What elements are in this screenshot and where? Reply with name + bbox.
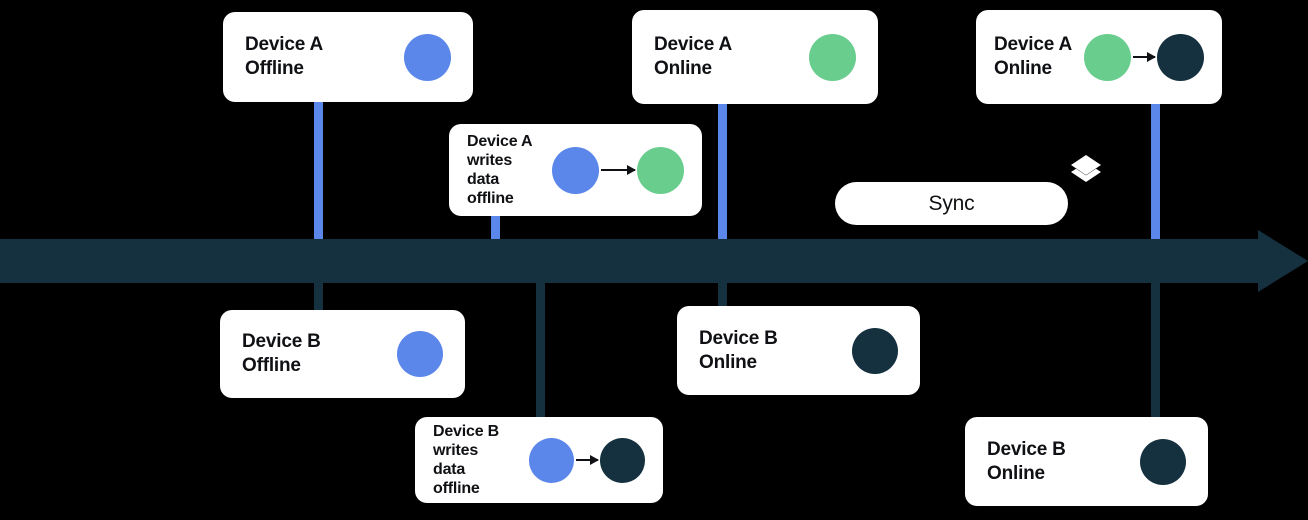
sync-button[interactable]: Sync bbox=[835, 182, 1068, 225]
status-dot-blue bbox=[552, 146, 599, 194]
status-dot-green bbox=[1084, 33, 1131, 81]
card-device-a-online-label: Device A Online bbox=[654, 34, 732, 79]
connector-device-a-online-synced bbox=[1151, 98, 1160, 243]
connector-device-b-writes-data-offline bbox=[536, 278, 545, 422]
timeline-arrowhead-icon bbox=[1258, 230, 1308, 292]
connector-device-b-online-synced bbox=[1151, 278, 1160, 423]
card-device-a-online[interactable]: Device A Online bbox=[632, 10, 878, 104]
connector-device-b-offline bbox=[314, 278, 323, 313]
connector-device-b-online bbox=[718, 278, 727, 306]
status-dot-navy bbox=[600, 437, 645, 483]
status-dot-blue bbox=[397, 331, 443, 377]
card-device-a-writes-data-offline-visual bbox=[552, 146, 684, 194]
card-device-b-online-label: Device B Online bbox=[699, 327, 778, 373]
card-device-b-online-synced-label: Device B Online bbox=[987, 438, 1066, 484]
card-device-b-online-visual bbox=[852, 327, 898, 374]
connector-device-a-writes-data-offline bbox=[491, 212, 500, 244]
card-device-b-writes-data-offline[interactable]: Device B writes data offline bbox=[415, 417, 663, 503]
card-device-a-online-synced[interactable]: Device A Online bbox=[976, 10, 1222, 104]
status-dot-navy bbox=[1140, 438, 1186, 485]
status-dot-navy bbox=[852, 327, 898, 374]
sync-label: Sync bbox=[928, 191, 975, 215]
card-device-a-online-synced-label: Device A Online bbox=[994, 34, 1072, 79]
status-dot-green bbox=[809, 33, 856, 81]
status-dot-navy bbox=[1157, 33, 1204, 81]
card-device-a-writes-data-offline[interactable]: Device A writes data offline bbox=[449, 124, 702, 216]
status-dot-blue bbox=[404, 33, 451, 81]
arrow-right-icon bbox=[1133, 52, 1156, 62]
card-device-a-offline-label: Device A Offline bbox=[245, 34, 323, 79]
card-device-b-writes-data-offline-visual bbox=[529, 437, 645, 483]
card-device-b-offline-visual bbox=[397, 331, 443, 377]
card-device-b-writes-data-offline-label: Device B writes data offline bbox=[433, 423, 499, 497]
card-device-a-online-visual bbox=[809, 33, 856, 81]
card-device-a-offline-visual bbox=[404, 33, 451, 81]
connector-device-a-offline bbox=[314, 98, 323, 243]
card-device-b-offline-label: Device B Offline bbox=[242, 331, 321, 376]
layers-icon bbox=[1068, 152, 1104, 188]
status-dot-blue bbox=[529, 437, 574, 483]
card-device-a-writes-data-offline-label: Device A writes data offline bbox=[467, 133, 533, 207]
card-device-b-online-synced-visual bbox=[1140, 438, 1186, 485]
card-device-b-online-synced[interactable]: Device B Online bbox=[965, 417, 1208, 506]
card-device-a-offline[interactable]: Device A Offline bbox=[223, 12, 473, 102]
card-device-b-offline[interactable]: Device B Offline bbox=[220, 310, 465, 398]
timeline-bar bbox=[0, 239, 1258, 283]
card-device-b-online[interactable]: Device B Online bbox=[677, 306, 920, 395]
arrow-right-icon bbox=[576, 455, 599, 465]
arrow-right-icon bbox=[601, 165, 636, 175]
status-dot-green bbox=[637, 146, 684, 194]
connector-device-a-online bbox=[718, 98, 727, 243]
card-device-a-online-synced-visual bbox=[1084, 33, 1204, 81]
